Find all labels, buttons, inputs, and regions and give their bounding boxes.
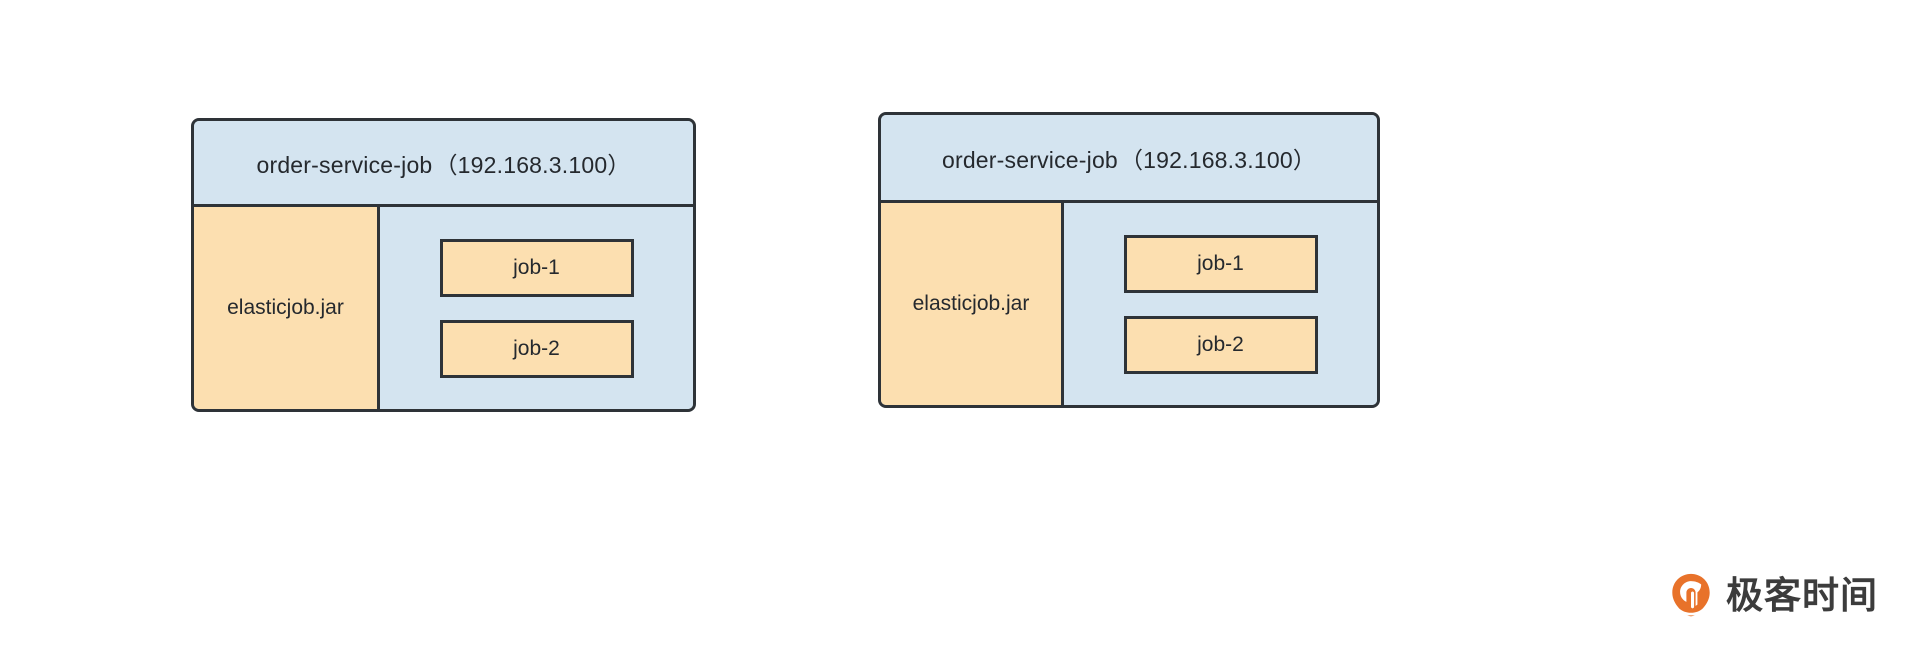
jar-cell-left: elasticjob.jar <box>194 207 380 409</box>
jar-label-right: elasticjob.jar <box>912 292 1030 315</box>
job-box: job-1 <box>1123 234 1318 293</box>
job-label: job-1 <box>513 255 560 279</box>
geektime-pin-icon <box>1672 573 1710 617</box>
node-title-name-left: order-service-job <box>256 151 433 178</box>
watermark-text: 极客时间 <box>1726 573 1878 617</box>
job-label: job-2 <box>513 336 560 360</box>
node-title-left: order-service-job（192.168.3.100） <box>256 146 630 180</box>
node-body-left: elasticjob.jar job-1 job-2 <box>194 207 693 409</box>
jobs-container-left: job-1 job-2 <box>380 207 693 409</box>
job-label: job-2 <box>1197 332 1244 356</box>
job-box: job-2 <box>439 319 634 378</box>
jar-label-left: elasticjob.jar <box>227 296 344 319</box>
jobs-container-right: job-1 job-2 <box>1064 203 1377 405</box>
watermark: 极客时间 <box>1668 572 1878 618</box>
node-title-ip-left: （192.168.3.100） <box>434 151 631 178</box>
node-header-right: order-service-job（192.168.3.100） <box>881 115 1377 203</box>
job-box: job-1 <box>439 238 634 297</box>
job-label: job-1 <box>1197 251 1244 275</box>
node-panel-left: order-service-job（192.168.3.100） elastic… <box>191 118 696 412</box>
node-title-name-right: order-service-job <box>941 146 1118 173</box>
node-title-ip-right: （192.168.3.100） <box>1119 146 1317 173</box>
jar-cell-right: elasticjob.jar <box>881 203 1064 405</box>
node-title-right: order-service-job（192.168.3.100） <box>942 141 1316 175</box>
node-header-left: order-service-job（192.168.3.100） <box>194 121 693 207</box>
job-box: job-2 <box>1123 315 1318 374</box>
node-panel-right: order-service-job（192.168.3.100） elastic… <box>878 112 1380 408</box>
node-body-right: elasticjob.jar job-1 job-2 <box>881 203 1377 405</box>
